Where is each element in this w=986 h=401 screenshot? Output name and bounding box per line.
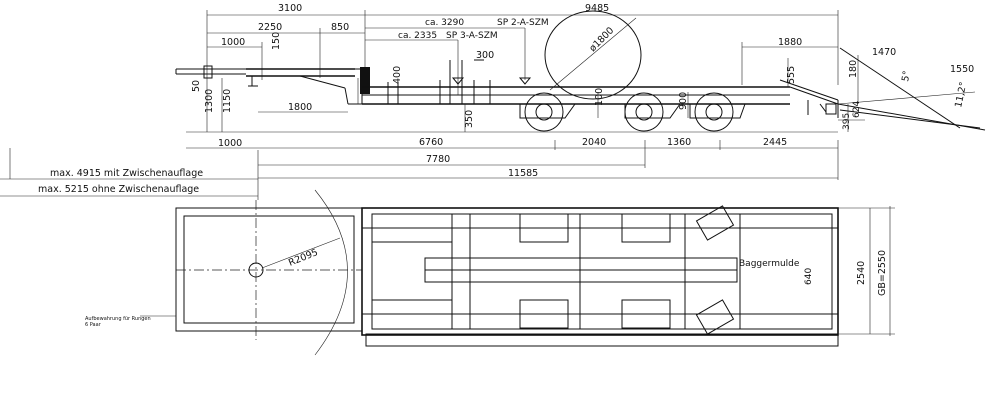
dim-2040: 2040 — [582, 137, 606, 148]
dim-350: 350 — [464, 110, 475, 128]
trailer-top-view — [175, 189, 839, 356]
dim-400: 400 — [392, 66, 403, 84]
axle-wheels — [524, 92, 734, 132]
dim-900: 900 — [678, 92, 689, 110]
trailer-side-view — [175, 47, 986, 131]
load-markers — [451, 59, 532, 85]
dim-555: 555 — [786, 66, 797, 84]
dim-2445: 2445 — [763, 137, 787, 148]
note-aufbewahrung-rungen: Aufbewahrung für Rungen — [85, 316, 151, 322]
side-view-dimension-lines — [0, 55, 865, 200]
note-sp3-a-szm: SP 3-A-SZM — [446, 31, 498, 41]
dim-11585: 11585 — [508, 168, 538, 179]
dim-1000-bottom: 1000 — [218, 138, 242, 149]
dim-angle-11-2: 11,2° — [953, 81, 969, 109]
dim-150: 150 — [271, 32, 282, 50]
note-max-5215: max. 5215 ohne Zwischenauflage — [38, 184, 199, 195]
dim-1300: 1300 — [204, 89, 215, 113]
dim-395: 395 — [842, 113, 852, 130]
dim-1470: 1470 — [872, 47, 896, 58]
dim-640: 640 — [804, 268, 814, 285]
dim-7780: 7780 — [426, 154, 450, 165]
dim-1550: 1550 — [950, 64, 974, 75]
dim-850: 850 — [331, 22, 349, 33]
dim-624: 624 — [852, 101, 862, 118]
dim-9485: 9485 — [585, 3, 609, 14]
excavator-bucket-circle — [544, 10, 642, 100]
dim-3100: 3100 — [278, 3, 302, 14]
top-view-dimension-lines — [140, 206, 895, 336]
label-baggermulde: Baggermulde — [739, 259, 800, 269]
dim-gb-2550: GB=2550 — [877, 250, 888, 296]
note-ca2335: ca. 2335 — [398, 31, 437, 41]
dim-2250: 2250 — [258, 22, 282, 33]
top-dimension-lines — [206, 10, 839, 95]
dim-6760: 6760 — [419, 137, 443, 148]
dim-angle-5: 5° — [900, 70, 913, 83]
dim-1880: 1880 — [778, 37, 802, 48]
dim-100: 100 — [594, 88, 605, 106]
dim-dia1800: ø1800 — [587, 25, 616, 54]
dim-300: 300 — [476, 50, 494, 61]
dim-1360: 1360 — [667, 137, 691, 148]
dim-2540: 2540 — [856, 261, 867, 285]
dim-180: 180 — [848, 60, 859, 78]
note-ca3290: ca. 3290 — [425, 18, 464, 28]
dim-1150: 1150 — [222, 89, 233, 113]
note-sp2-a-szm: SP 2-A-SZM — [497, 18, 549, 28]
dim-1000-top: 1000 — [221, 37, 245, 48]
dim-50: 50 — [191, 80, 202, 92]
note-max-4915: max. 4915 mit Zwischenauflage — [50, 168, 203, 179]
note-aufbewahrung-6-paar: 6 Paar — [85, 322, 102, 328]
dim-r2095: R2095 — [287, 247, 320, 269]
dim-1800: 1800 — [288, 102, 312, 113]
